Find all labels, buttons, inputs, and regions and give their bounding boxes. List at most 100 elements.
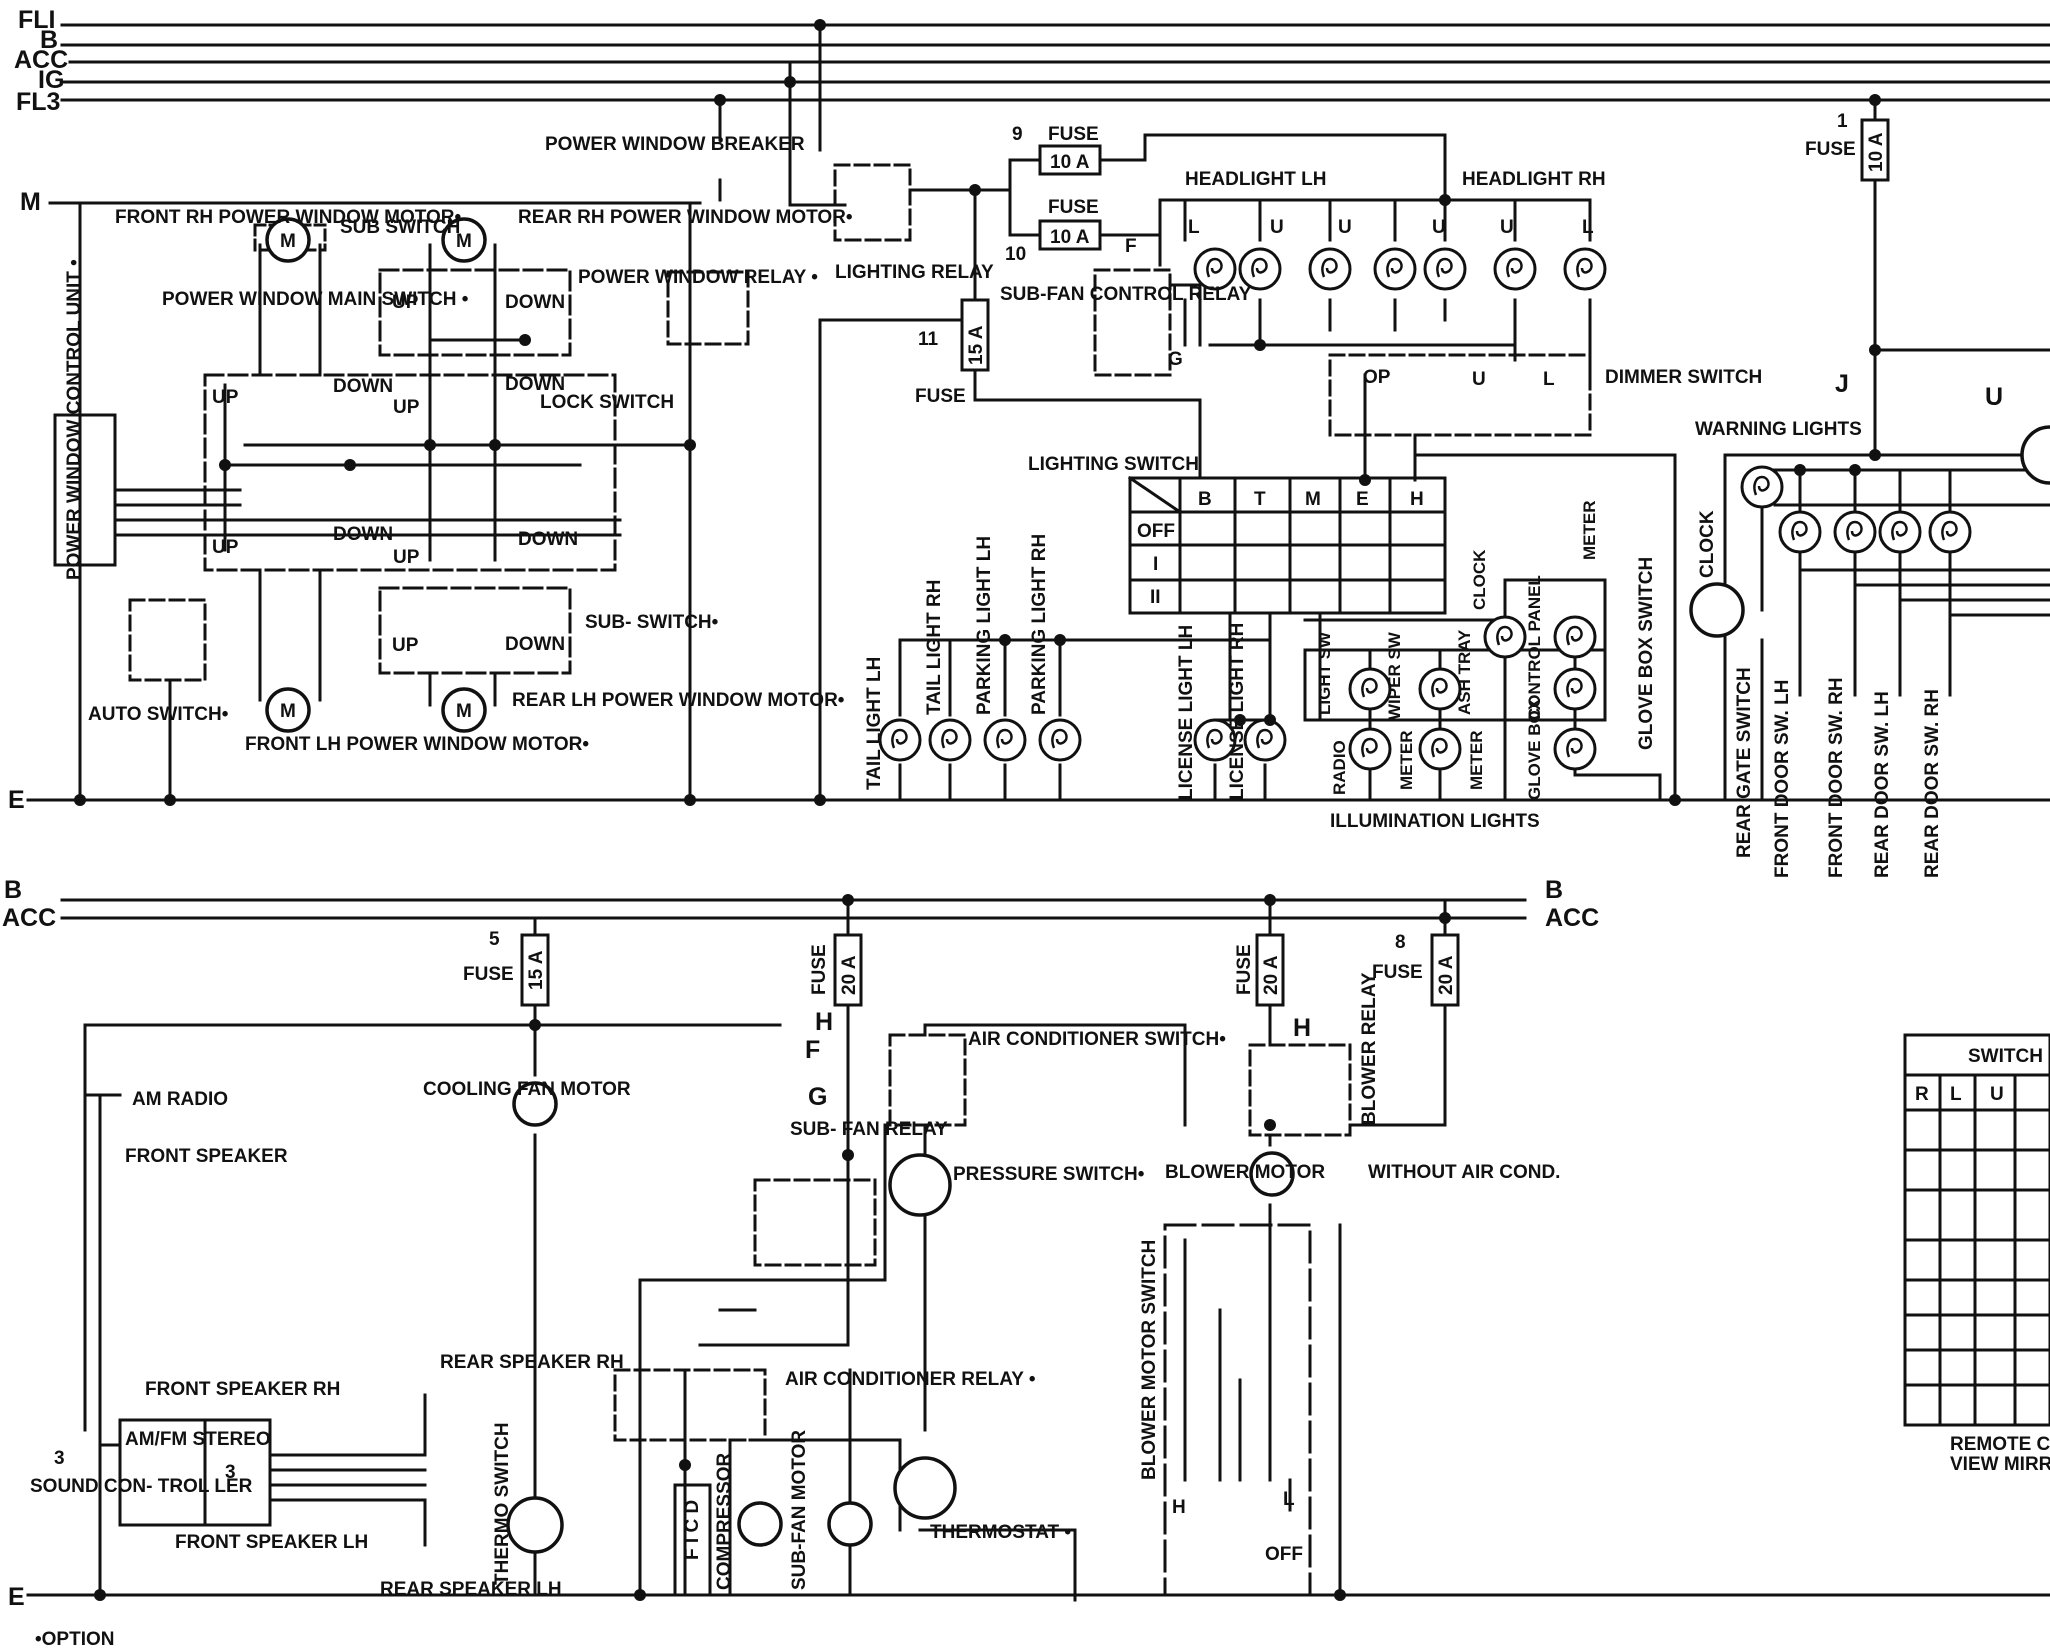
blower-h-label: H: [1293, 1014, 1311, 1042]
down-label-3: DOWN: [505, 374, 565, 395]
compressor-label: COMPRESSOR: [714, 1452, 735, 1590]
fuse9-num: 9: [1012, 124, 1023, 145]
sub-fan-control-relay-label: SUB-FAN CONTROL RELAY: [1000, 284, 1252, 305]
blower-relay-label: BLOWER RELAY: [1359, 972, 1380, 1125]
relay-h-label: H: [815, 1008, 833, 1036]
door-switch-rear-lh: REAR DOOR SW. LH: [1872, 691, 1893, 878]
am-fm-stereo-label: AM/FM STEREO: [125, 1429, 271, 1450]
power-window-relay-label: POWER WINDOW RELAY •: [578, 267, 818, 288]
switch-col-h: H: [1410, 489, 1424, 510]
front-lh-motor-label: FRONT LH POWER WINDOW MOTOR•: [245, 734, 589, 755]
control-unit-label: POWER WINDOW CONTROL UNIT •: [64, 259, 85, 580]
illum-control-panel: CONTROL PANEL: [1525, 575, 1544, 720]
up-label-2: UP: [212, 387, 239, 408]
fuse10-num: 10: [1005, 244, 1026, 265]
illum-meter-1: METER: [1397, 731, 1416, 791]
fuse-sub-fan-label: FUSE: [809, 944, 830, 995]
down-label-4: DOWN: [333, 524, 393, 545]
up-label-5: UP: [393, 547, 420, 568]
fuse9-rating: 10 A: [1050, 152, 1090, 173]
down-label-1: DOWN: [505, 292, 565, 313]
front-speaker-label: FRONT SPEAKER: [125, 1146, 288, 1167]
sub-fan-g-label: G: [1168, 349, 1183, 370]
blower-motor-switch-label: BLOWER MOTOR SWITCH: [1139, 1240, 1160, 1480]
dimmer-op-label: OP: [1363, 367, 1391, 388]
mirror-col-l: L: [1950, 1084, 1962, 1105]
illum-light-sw: LIGHT SW: [1315, 631, 1334, 715]
bus-e-bottom-label: E: [8, 1583, 25, 1611]
illum-glove-box: GLOVE BOX: [1525, 698, 1544, 800]
bottom-bus-b-right: B: [1545, 876, 1563, 904]
thermo-switch-label: THERMO SWITCH: [492, 1422, 513, 1585]
air-conditioner-relay-label: AIR CONDITIONER RELAY •: [785, 1369, 1036, 1390]
mirror-col-u: U: [1990, 1084, 2004, 1105]
main-switch-label: POWER WINDOW MAIN SWITCH •: [162, 289, 469, 310]
fuse5-rating: 15 A: [526, 950, 547, 990]
clock-label: CLOCK: [1697, 510, 1718, 578]
down-label-6: DOWN: [505, 634, 565, 655]
fuse-sub-fan-rating: 20 A: [839, 955, 860, 995]
switch-col-m: M: [1305, 489, 1321, 510]
fuse10-label: FUSE: [1048, 197, 1099, 218]
headlight-u3: U: [1432, 217, 1446, 238]
warning-fuse-label: FUSE: [1805, 139, 1856, 160]
switch-col-b: B: [1198, 489, 1212, 510]
tail-light-rh-label: TAIL LIGHT RH: [924, 580, 945, 715]
up-label-3: UP: [393, 397, 420, 418]
up-label-6: UP: [392, 635, 419, 656]
switch-row-ii: II: [1150, 587, 1161, 608]
bottom-bus-b-left: B: [4, 876, 22, 904]
dimmer-switch-label: DIMMER SWITCH: [1605, 367, 1762, 388]
mirror-col-r: R: [1915, 1084, 1929, 1105]
headlight-u2: U: [1338, 217, 1352, 238]
switch-col-e: E: [1356, 489, 1369, 510]
motor-m-2: M: [456, 231, 472, 252]
illum-meter-top: METER: [1580, 501, 1599, 561]
without-air-cond-label: WITHOUT AIR COND.: [1368, 1162, 1560, 1183]
bus-e-label: E: [8, 786, 25, 814]
bus-b-label: B: [40, 26, 58, 54]
relay-g-label: G: [808, 1083, 827, 1111]
license-light-rh-label: LICENSE LIGHT RH: [1227, 623, 1248, 800]
fuse-blower-rating: 20 A: [1261, 955, 1282, 995]
fuse8-rating: 20 A: [1436, 955, 1457, 995]
front-speaker-rh-label: FRONT SPEAKER RH: [145, 1379, 340, 1400]
illum-wiper-sw: WIPER SW: [1385, 631, 1404, 720]
fuse11-label: FUSE: [915, 386, 966, 407]
blower-off-label: OFF: [1265, 1544, 1303, 1565]
fuse8-num: 8: [1395, 932, 1406, 953]
rear-rh-motor-label: REAR RH POWER WINDOW MOTOR•: [518, 207, 853, 228]
cooling-fan-motor-label: COOLING FAN MOTOR: [423, 1079, 631, 1100]
warning-u-label: U: [1985, 383, 2003, 411]
dimmer-l: L: [1543, 369, 1555, 390]
tail-light-lh-label: TAIL LIGHT LH: [864, 657, 885, 790]
motor-m-4: M: [456, 701, 472, 722]
bus-m-label: M: [20, 188, 41, 216]
door-switch-rear-rh: REAR DOOR SW. RH: [1922, 689, 1943, 878]
option-note: •OPTION: [35, 1629, 115, 1648]
license-light-lh-label: LICENSE LIGHT LH: [1176, 625, 1197, 800]
relay-f-label: F: [805, 1036, 820, 1064]
door-switch-front-rh: FRONT DOOR SW. RH: [1826, 677, 1847, 878]
rear-speaker-lh-label: REAR SPEAKER LH: [380, 1579, 562, 1600]
warning-j-label: J: [1835, 370, 1849, 398]
blower-h-pos-label: H: [1172, 1497, 1186, 1518]
pressure-switch-label: PRESSURE SWITCH•: [953, 1164, 1145, 1185]
door-switch-front-lh: FRONT DOOR SW. LH: [1772, 680, 1793, 878]
motor-m-1: M: [280, 231, 296, 252]
sub-fan-motor-label: SUB-FAN MOTOR: [789, 1430, 810, 1590]
warning-fuse-num: 1: [1837, 111, 1848, 132]
sub-fan-relay-label: SUB- FAN RELAY: [790, 1119, 948, 1140]
lock-switch-label: LOCK SWITCH: [540, 392, 674, 413]
mirror-caption-1: REMOTE CO: [1950, 1434, 2050, 1455]
illum-meter-2: METER: [1467, 731, 1486, 791]
ficd-label: F I C D: [682, 1500, 703, 1560]
lighting-relay-label: LIGHTING RELAY: [835, 262, 994, 283]
switch-row-i: I: [1153, 554, 1158, 575]
illum-radio: RADIO: [1330, 740, 1349, 795]
power-window-breaker-label: POWER WINDOW BREAKER: [545, 134, 805, 155]
auto-switch-label: AUTO SWITCH•: [88, 704, 229, 725]
front-speaker-lh-label: FRONT SPEAKER LH: [175, 1532, 368, 1553]
fuse11-num: 11: [918, 329, 939, 350]
